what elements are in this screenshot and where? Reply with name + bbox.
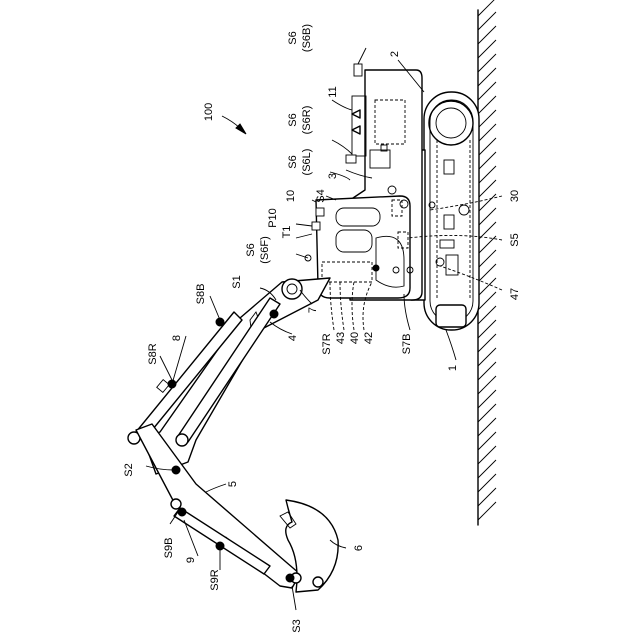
label-8: 8 [171,335,183,341]
label-s8r: S8R [147,343,159,364]
label-s4: S4 [315,189,327,202]
label-3: 3 [327,173,339,179]
label-s6r: (S6R) [301,106,313,135]
label-30: 30 [509,190,521,202]
label-s6-low: S6 [287,155,299,168]
reference-arrow-100 [222,116,246,134]
crawler-track [424,92,479,330]
label-s6-front: S6 [245,243,257,256]
label-2: 2 [389,51,401,57]
label-6: 6 [353,545,365,551]
label-1: 1 [447,365,459,371]
label-s6-mid: S6 [287,113,299,126]
label-s7r: S7R [321,333,333,354]
label-s5: S5 [509,233,521,246]
label-47: 47 [509,288,521,300]
label-s6b: (S6B) [301,24,313,52]
label-4: 4 [287,335,299,341]
label-9: 9 [185,557,197,563]
ground [478,0,496,525]
label-s9b: S9B [163,538,175,559]
label-s6-top: S6 [287,31,299,44]
label-s9r: S9R [209,569,221,590]
label-40: 40 [349,332,361,344]
label-7: 7 [307,307,319,313]
label-s8b: S8B [195,284,207,305]
label-5: 5 [227,481,239,487]
boom [146,278,330,474]
label-s6l: (S6L) [301,149,313,176]
label-s7b: S7B [401,334,413,355]
label-43: 43 [335,332,347,344]
label-s2: S2 [123,463,135,476]
label-10: 10 [285,190,297,202]
label-11: 11 [327,86,339,97]
label-s3: S3 [291,619,303,632]
label-s6f: (S6F) [259,236,271,264]
label-42: 42 [363,332,375,344]
arm [136,424,300,588]
label-p10: P10 [267,208,279,228]
label-100: 100 [203,103,215,121]
label-t1: T1 [281,226,293,239]
label-s1: S1 [231,275,243,288]
